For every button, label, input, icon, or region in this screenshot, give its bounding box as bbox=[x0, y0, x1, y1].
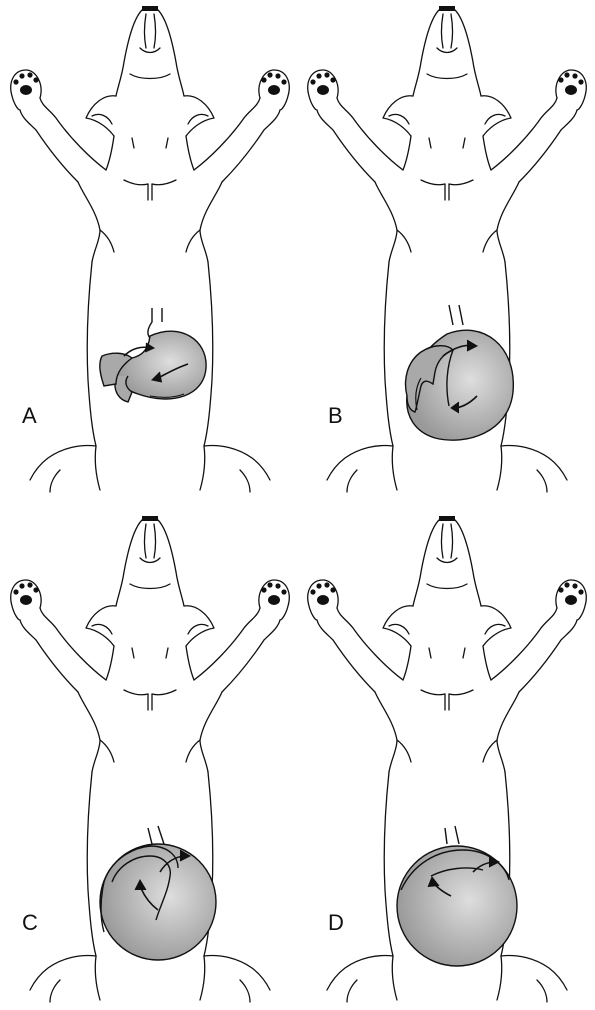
dog-illustration-c bbox=[0, 510, 298, 1010]
dog-illustration-a bbox=[0, 0, 298, 500]
stomach-a bbox=[100, 308, 206, 402]
panel-a: A bbox=[0, 0, 298, 500]
panel-d: D bbox=[297, 510, 595, 1010]
stomach-d bbox=[397, 826, 517, 966]
panel-label: C bbox=[22, 912, 38, 934]
panel-b: B bbox=[297, 0, 595, 500]
stomach-c bbox=[100, 826, 216, 960]
panel-label: B bbox=[328, 405, 343, 427]
panel-label: D bbox=[328, 912, 344, 934]
dog-illustration-d bbox=[297, 510, 595, 1010]
stomach-b bbox=[406, 305, 514, 440]
panel-label: A bbox=[22, 405, 37, 427]
panel-c: C bbox=[0, 510, 298, 1010]
